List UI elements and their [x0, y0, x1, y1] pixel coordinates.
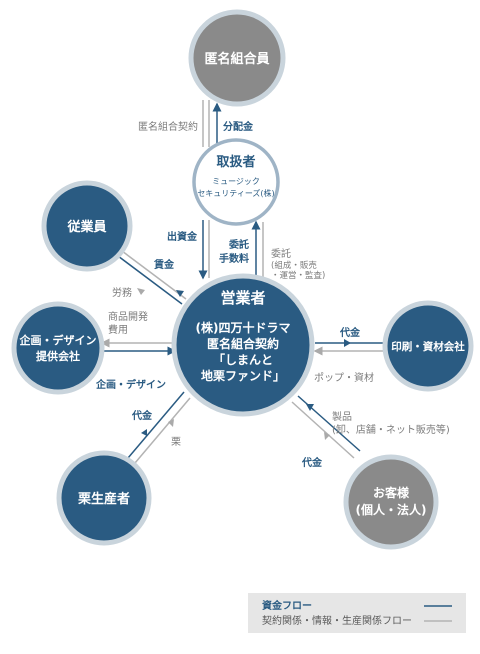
label-customer-payment: 代金 — [301, 456, 323, 469]
label-products-detail: (卸、店舗・ネット販売等) — [332, 423, 450, 436]
node-operator: 営業者 (株)四万十ドラマ 匿名組合契約 「しまんと 地栗ファンド」 — [171, 273, 315, 417]
label-commission-1: 委託 — [228, 238, 249, 251]
arrow-wages — [176, 290, 184, 297]
flow-line-chestnuts — [134, 397, 191, 464]
label-printing-payment: 代金 — [339, 326, 361, 339]
flow-line-wages — [117, 255, 183, 305]
label-wages: 賃金 — [153, 258, 175, 271]
employees-label: 従業員 — [66, 219, 106, 235]
flow-arrowheads — [137, 288, 351, 440]
legend-other-flow: 契約関係・情報・生産関係フロー — [262, 614, 412, 627]
operator-line2: 匿名組合契約 — [207, 336, 279, 351]
flow-lines — [100, 100, 386, 464]
arrow-customer-payment — [306, 404, 314, 411]
label-anon-contract: 匿名組合契約 — [138, 120, 198, 133]
label-dev-cost-2: 費用 — [108, 323, 128, 336]
investors-label: 匿名組合員 — [204, 51, 269, 67]
handler-line1: ミュージック — [212, 177, 260, 186]
label-entrust-detail-1: (組成・販売 — [271, 260, 317, 271]
producers-label: 栗生産者 — [78, 491, 130, 507]
handler-title: 取扱者 — [216, 154, 255, 170]
operator-line1: (株)四万十ドラマ — [196, 320, 291, 335]
label-dev-cost-1: 商品開発 — [108, 310, 148, 323]
flow-line-products — [291, 401, 355, 459]
operator-line3: 「しまんと — [213, 352, 273, 367]
design-label-line1: 企画・デザイン — [19, 333, 97, 347]
node-customers: お客様 (個人・法人) — [343, 454, 439, 550]
label-products: 製品 — [332, 410, 352, 423]
node-printing-company: 印刷・資材会社 — [382, 300, 474, 392]
label-producers-payment: 代金 — [131, 409, 153, 422]
label-distribution: 分配金 — [223, 120, 254, 133]
flow-labels: 匿名組合契約 分配金 出資金 委託 手数料 委託 (組成・販売 ・運営・監査) … — [95, 120, 450, 469]
node-design-company: 企画・デザイン 提供会社 — [11, 301, 105, 395]
label-chestnuts: 栗 — [171, 436, 181, 448]
label-commission-2: 手数料 — [219, 252, 249, 265]
arrow-labor — [137, 288, 145, 295]
design-label-line2: 提供会社 — [36, 349, 80, 363]
arrow-producers-payment — [141, 429, 147, 436]
legend-box — [248, 593, 466, 633]
label-investment: 出資金 — [167, 230, 198, 243]
operator-title: 営業者 — [220, 289, 265, 307]
node-investors: 匿名組合員 — [188, 9, 286, 107]
node-producers: 栗生産者 — [56, 450, 152, 546]
arrow-products — [324, 432, 330, 440]
label-entrust-detail-2: ・運営・監査) — [271, 270, 325, 281]
customers-label-line2: (個人・法人) — [356, 502, 427, 517]
node-employees: 従業員 — [41, 180, 133, 272]
label-pop-materials: ポップ・資材 — [314, 371, 374, 384]
label-design-service: 企画・デザイン — [95, 378, 166, 391]
printing-label: 印刷・資材会社 — [391, 340, 465, 353]
flow-line-producers-payment — [127, 391, 185, 459]
handler-line2: セキュリティーズ(株) — [197, 188, 274, 198]
legend-money-flow: 資金フロー — [262, 599, 312, 612]
customers-label-line1: お客様 — [373, 485, 410, 500]
node-handler: 取扱者 ミュージック セキュリティーズ(株) — [192, 138, 280, 226]
label-entrust: 委託 — [271, 247, 291, 260]
arrow-printing-payment — [344, 339, 351, 347]
flow-line-labor — [121, 250, 187, 300]
legend: 資金フロー 契約関係・情報・生産関係フロー — [248, 593, 466, 633]
label-labor: 労務 — [112, 286, 132, 299]
arrow-chestnuts — [168, 419, 174, 427]
operator-line4: 地栗ファンド」 — [201, 368, 285, 383]
